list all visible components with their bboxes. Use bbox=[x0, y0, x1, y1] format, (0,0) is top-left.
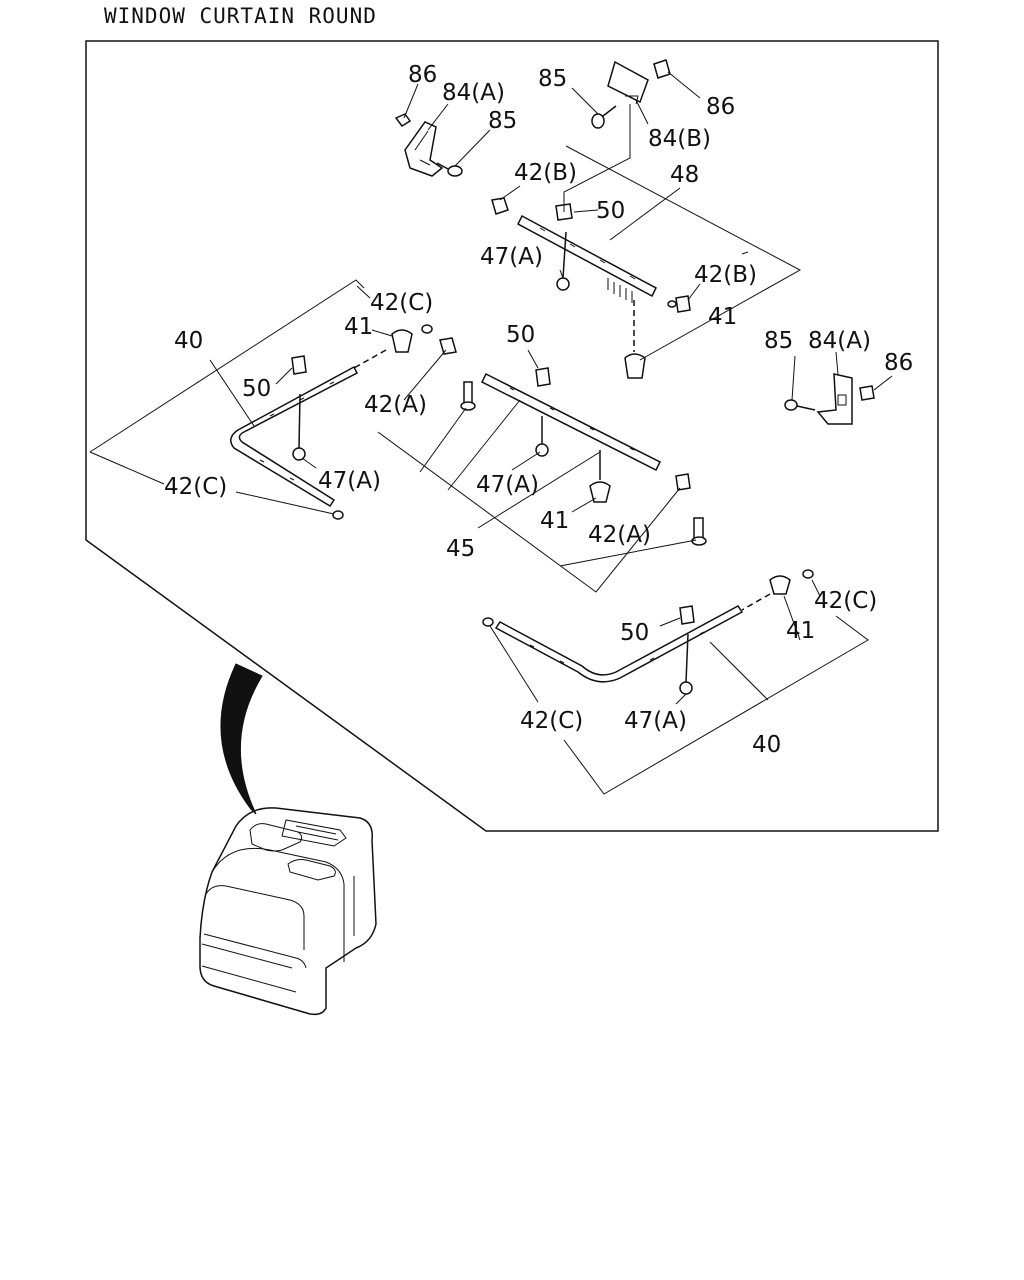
callout-40-left: 40 bbox=[174, 328, 203, 354]
clip-86-top-right bbox=[653, 59, 671, 79]
callout-85-right: 85 bbox=[764, 328, 793, 354]
callout-50-lower: 50 bbox=[620, 620, 649, 646]
callout-50-upper: 50 bbox=[596, 198, 625, 224]
callout-47a-left: 47(A) bbox=[318, 468, 381, 494]
callout-42b-upper: 42(B) bbox=[514, 160, 577, 186]
grommet-41-center bbox=[589, 450, 611, 503]
clip-86-right bbox=[859, 385, 875, 401]
end-cap-42a-center-left bbox=[439, 337, 457, 355]
leader-lines bbox=[89, 71, 893, 795]
callout-50-left: 50 bbox=[242, 376, 271, 402]
rail-48 bbox=[517, 214, 657, 303]
callout-42a-center-right: 42(A) bbox=[588, 522, 651, 548]
callout-47a-upper: 47(A) bbox=[480, 244, 543, 270]
end-cap-42a-center-right bbox=[675, 473, 691, 491]
slider-50-center bbox=[535, 367, 551, 387]
callout-85-top-mid: 85 bbox=[538, 66, 567, 92]
callout-42c-left-bottom: 42(C) bbox=[164, 474, 227, 500]
callout-48: 48 bbox=[670, 162, 699, 188]
end-cap-42c-left-bottom bbox=[332, 510, 344, 520]
bracket-84b bbox=[607, 60, 649, 105]
end-cap-42c-left-top bbox=[421, 324, 433, 334]
callout-42c-left-top: 42(C) bbox=[370, 290, 433, 316]
rail-40-lower bbox=[494, 605, 744, 683]
callout-50-center: 50 bbox=[506, 322, 535, 348]
callout-86-top-left: 86 bbox=[408, 62, 437, 88]
diagram-frame bbox=[85, 40, 939, 832]
rail-45 bbox=[480, 372, 662, 472]
callout-86-top-right: 86 bbox=[706, 94, 735, 120]
callout-84a-top-left: 84(A) bbox=[442, 80, 505, 106]
screw-center-left bbox=[460, 381, 476, 411]
hook-47a-upper bbox=[556, 231, 570, 291]
callout-85-top-left: 85 bbox=[488, 108, 517, 134]
callout-42c-lower-right: 42(C) bbox=[814, 588, 877, 614]
callout-84a-right: 84(A) bbox=[808, 328, 871, 354]
end-cap-42b-upper bbox=[491, 197, 509, 215]
callout-40-lower: 40 bbox=[752, 732, 781, 758]
bracket-84a-top-left bbox=[404, 121, 444, 177]
end-cap-42c-lower-right bbox=[802, 569, 814, 579]
screw-85-right bbox=[784, 399, 816, 411]
callout-47a-lower: 47(A) bbox=[624, 708, 687, 734]
locator-arrow bbox=[220, 663, 263, 815]
hook-47a-center bbox=[535, 416, 549, 457]
callout-41-left: 41 bbox=[344, 314, 373, 340]
rail-40-left bbox=[230, 365, 359, 508]
slider-50-lower bbox=[679, 605, 695, 625]
callout-41-right: 41 bbox=[708, 304, 737, 330]
screw-85-top-mid bbox=[591, 105, 617, 129]
end-cap-42c-lower-left bbox=[482, 617, 494, 627]
screw-center-right bbox=[691, 517, 707, 546]
callout-42a-center-left: 42(A) bbox=[364, 392, 427, 418]
end-cap-42b-right bbox=[667, 295, 691, 313]
slider-50-left bbox=[291, 355, 307, 375]
bracket-84a-right bbox=[816, 373, 853, 425]
clip-86-top-left bbox=[394, 113, 412, 128]
callout-42b-right: 42(B) bbox=[694, 262, 757, 288]
callout-84b: 84(B) bbox=[648, 126, 711, 152]
callout-45: 45 bbox=[446, 536, 475, 562]
callout-42c-lower-left: 42(C) bbox=[520, 708, 583, 734]
page-title: WINDOW CURTAIN ROUND bbox=[104, 4, 377, 28]
grommet-41-left bbox=[353, 329, 413, 369]
callout-86-right: 86 bbox=[884, 350, 913, 376]
callout-41-center: 41 bbox=[540, 508, 569, 534]
grommet-41-lower bbox=[741, 575, 791, 611]
hook-47a-left bbox=[292, 393, 306, 461]
truck-cab-illustration bbox=[199, 807, 377, 1016]
callout-41-lower: 41 bbox=[786, 618, 815, 644]
grommet-41-upper bbox=[624, 300, 646, 379]
callout-47a-center: 47(A) bbox=[476, 472, 539, 498]
